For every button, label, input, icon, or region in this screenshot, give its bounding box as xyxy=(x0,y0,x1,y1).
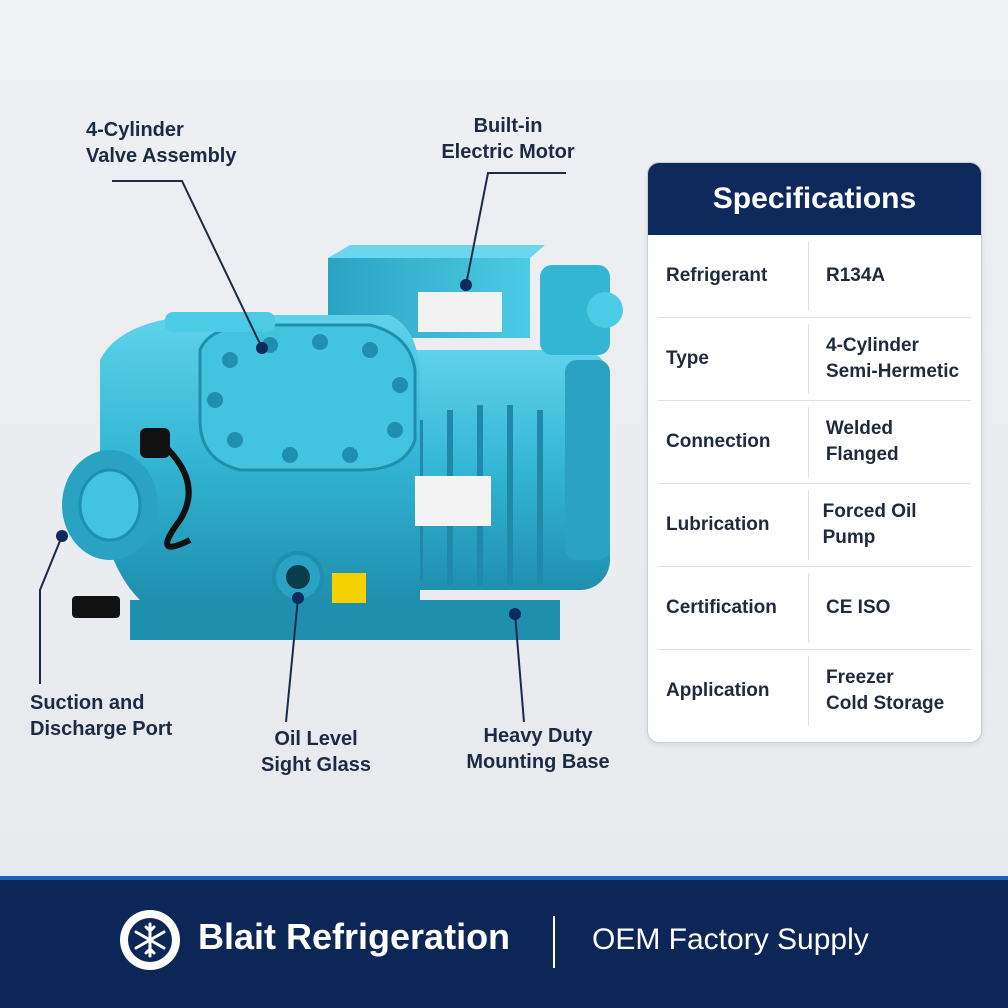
motor-housing xyxy=(380,350,610,590)
snowflake-icon xyxy=(120,910,180,970)
spec-row: Lubrication Forced Oil Pump xyxy=(658,484,971,567)
callout-mounting-base: Heavy Duty Mounting Base xyxy=(466,725,610,773)
callout-oil-sight-glass: Oil Level Sight Glass xyxy=(260,728,372,776)
divider xyxy=(553,916,555,968)
spec-key: Certification xyxy=(666,597,777,618)
footer-bar: Blait Refrigeration OEM Factory Supply xyxy=(0,876,1008,1008)
callout-suction-discharge: Suction and Discharge Port xyxy=(30,692,173,740)
tagline: OEM Factory Supply xyxy=(592,923,869,956)
compressor-image xyxy=(62,245,623,640)
spec-key: Refrigerant xyxy=(666,265,768,286)
spec-value: 4-Cylinder Semi-Hermetic xyxy=(826,335,960,382)
spec-value: CE ISO xyxy=(826,597,891,618)
spec-value: Freezer Cold Storage xyxy=(826,667,945,714)
callout-lines xyxy=(39,172,566,723)
callout-electric-motor: Built-in Electric Motor xyxy=(441,115,575,163)
spec-key: Application xyxy=(666,680,770,701)
mounting-base xyxy=(130,600,560,640)
specifications-title: Specifications xyxy=(648,163,981,235)
spec-key: Lubrication xyxy=(666,514,770,535)
nameplate xyxy=(415,476,491,526)
spec-row: Certification CE ISO xyxy=(658,567,971,650)
callout-valve-assembly: 4-Cylinder Valve Assembly xyxy=(86,119,237,167)
spec-key: Connection xyxy=(666,431,771,452)
spec-row: Type 4-Cylinder Semi-Hermetic xyxy=(658,318,971,401)
spec-row: Refrigerant R134A xyxy=(658,235,971,318)
brand-name: Blait Refrigeration xyxy=(198,916,511,957)
spec-row: Application Freezer Cold Storage xyxy=(658,650,971,732)
spec-value: R134A xyxy=(826,265,886,286)
spec-key: Type xyxy=(666,348,709,369)
spec-row: Connection Welded Flanged xyxy=(658,401,971,484)
spec-value: Welded Flanged xyxy=(825,418,899,465)
specifications-card: Specifications Refrigerant R134A Type 4-… xyxy=(647,162,982,743)
spec-value: Forced Oil Pump xyxy=(822,501,917,548)
